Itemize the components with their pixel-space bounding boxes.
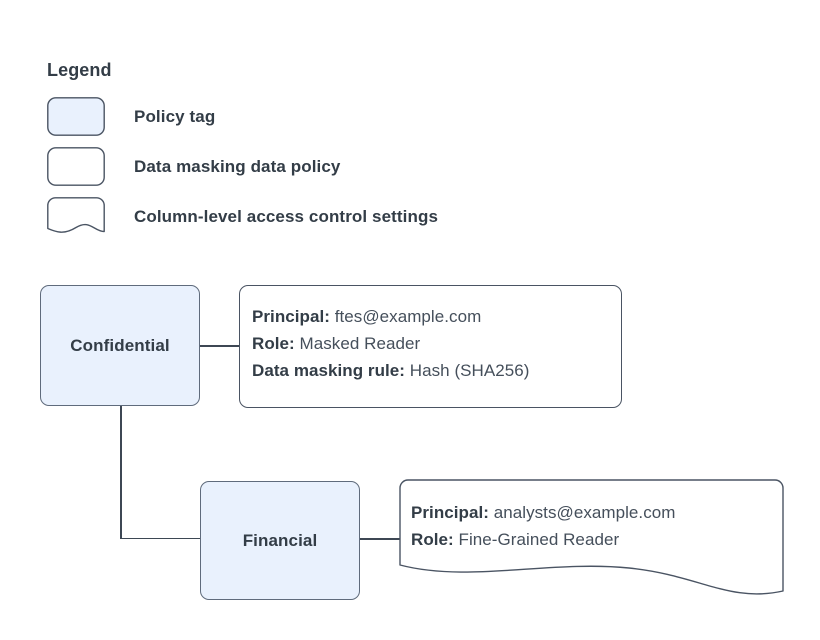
legend-label-data-masking-policy: Data masking data policy <box>134 157 341 176</box>
note-line: Data masking rule: Hash (SHA256) <box>252 357 611 384</box>
connector-to-financial <box>120 537 201 539</box>
note-value: ftes@example.com <box>329 307 482 326</box>
note-value: analysts@example.com <box>488 503 676 522</box>
note-line: Principal: analysts@example.com <box>411 499 774 526</box>
data-masking-policy-swatch-icon <box>47 147 105 186</box>
note-line: Role: Masked Reader <box>252 330 611 357</box>
note-key: Data masking rule: <box>252 361 406 380</box>
note-value: Fine-Grained Reader <box>453 530 620 549</box>
note-key: Role: <box>252 334 295 353</box>
note-confidential-policy[interactable]: Principal: ftes@example.com Role: Masked… <box>239 285 622 408</box>
policy-tag-swatch-icon <box>47 97 105 136</box>
note-confidential-text: Principal: ftes@example.com Role: Masked… <box>252 303 611 384</box>
legend-item-data-masking-policy: Data masking data policy <box>47 147 747 187</box>
note-financial-settings[interactable]: Principal: analysts@example.com Role: Fi… <box>399 479 784 599</box>
node-confidential[interactable]: Confidential <box>40 285 200 406</box>
legend-label-policy-tag: Policy tag <box>134 107 216 126</box>
note-key: Role: <box>411 530 454 549</box>
connector-confidential-down <box>120 405 122 539</box>
legend-title: Legend <box>47 60 112 80</box>
note-line: Role: Fine-Grained Reader <box>411 526 774 553</box>
note-value: Masked Reader <box>294 334 421 353</box>
legend-item-column-access-settings: Column-level access control settings <box>47 197 747 237</box>
note-line: Principal: ftes@example.com <box>252 303 611 330</box>
legend-item-policy-tag: Policy tag <box>47 97 747 137</box>
connector-confidential-to-note <box>200 345 240 347</box>
node-financial[interactable]: Financial <box>200 481 360 600</box>
note-financial-text: Principal: analysts@example.com Role: Fi… <box>411 499 774 553</box>
node-confidential-label: Confidential <box>70 335 170 355</box>
wavy-note-shape-icon <box>399 479 784 595</box>
connector-financial-to-note <box>360 538 401 540</box>
note-key: Principal: <box>411 503 489 522</box>
note-key: Principal: <box>252 307 330 326</box>
note-value: Hash (SHA256) <box>405 361 530 380</box>
node-financial-label: Financial <box>242 530 318 550</box>
legend-label-column-access-settings: Column-level access control settings <box>134 207 439 226</box>
column-access-settings-swatch-icon <box>47 197 105 236</box>
